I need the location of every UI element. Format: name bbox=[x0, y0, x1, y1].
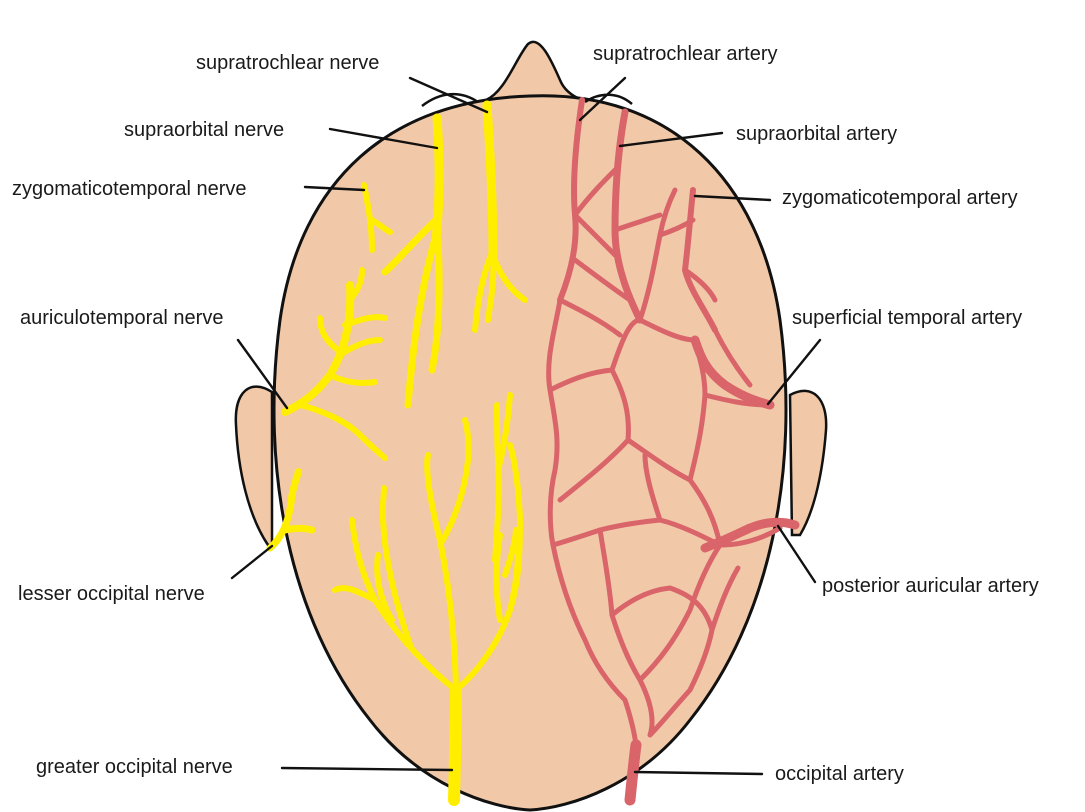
label-auriculotemporal-nerve: auriculotemporal nerve bbox=[20, 307, 223, 329]
leader-occipital-artery bbox=[635, 772, 762, 774]
head-outline bbox=[274, 96, 786, 810]
label-supraorbital-artery: supraorbital artery bbox=[736, 123, 897, 145]
leader-lesser-occipital-nerve bbox=[232, 546, 272, 578]
label-greater-occipital-nerve: greater occipital nerve bbox=[36, 756, 233, 778]
label-superficial-temporal-artery: superficial temporal artery bbox=[792, 307, 1022, 329]
greater-occipital-nerve-trunk bbox=[454, 690, 456, 800]
label-supraorbital-nerve: supraorbital nerve bbox=[124, 119, 284, 141]
right-ear bbox=[790, 391, 826, 535]
label-zygomaticotemporal-artery: zygomaticotemporal artery bbox=[782, 187, 1018, 209]
label-lesser-occipital-nerve: lesser occipital nerve bbox=[18, 583, 205, 605]
nose bbox=[486, 42, 582, 100]
label-occipital-artery: occipital artery bbox=[775, 763, 904, 785]
label-supratrochlear-nerve: supratrochlear nerve bbox=[196, 52, 379, 74]
label-zygomaticotemporal-nerve: zygomaticotemporal nerve bbox=[12, 178, 247, 200]
left-ear bbox=[236, 387, 272, 545]
label-supratrochlear-artery: supratrochlear artery bbox=[593, 43, 778, 65]
label-posterior-auricular-artery: posterior auricular artery bbox=[822, 575, 1039, 597]
